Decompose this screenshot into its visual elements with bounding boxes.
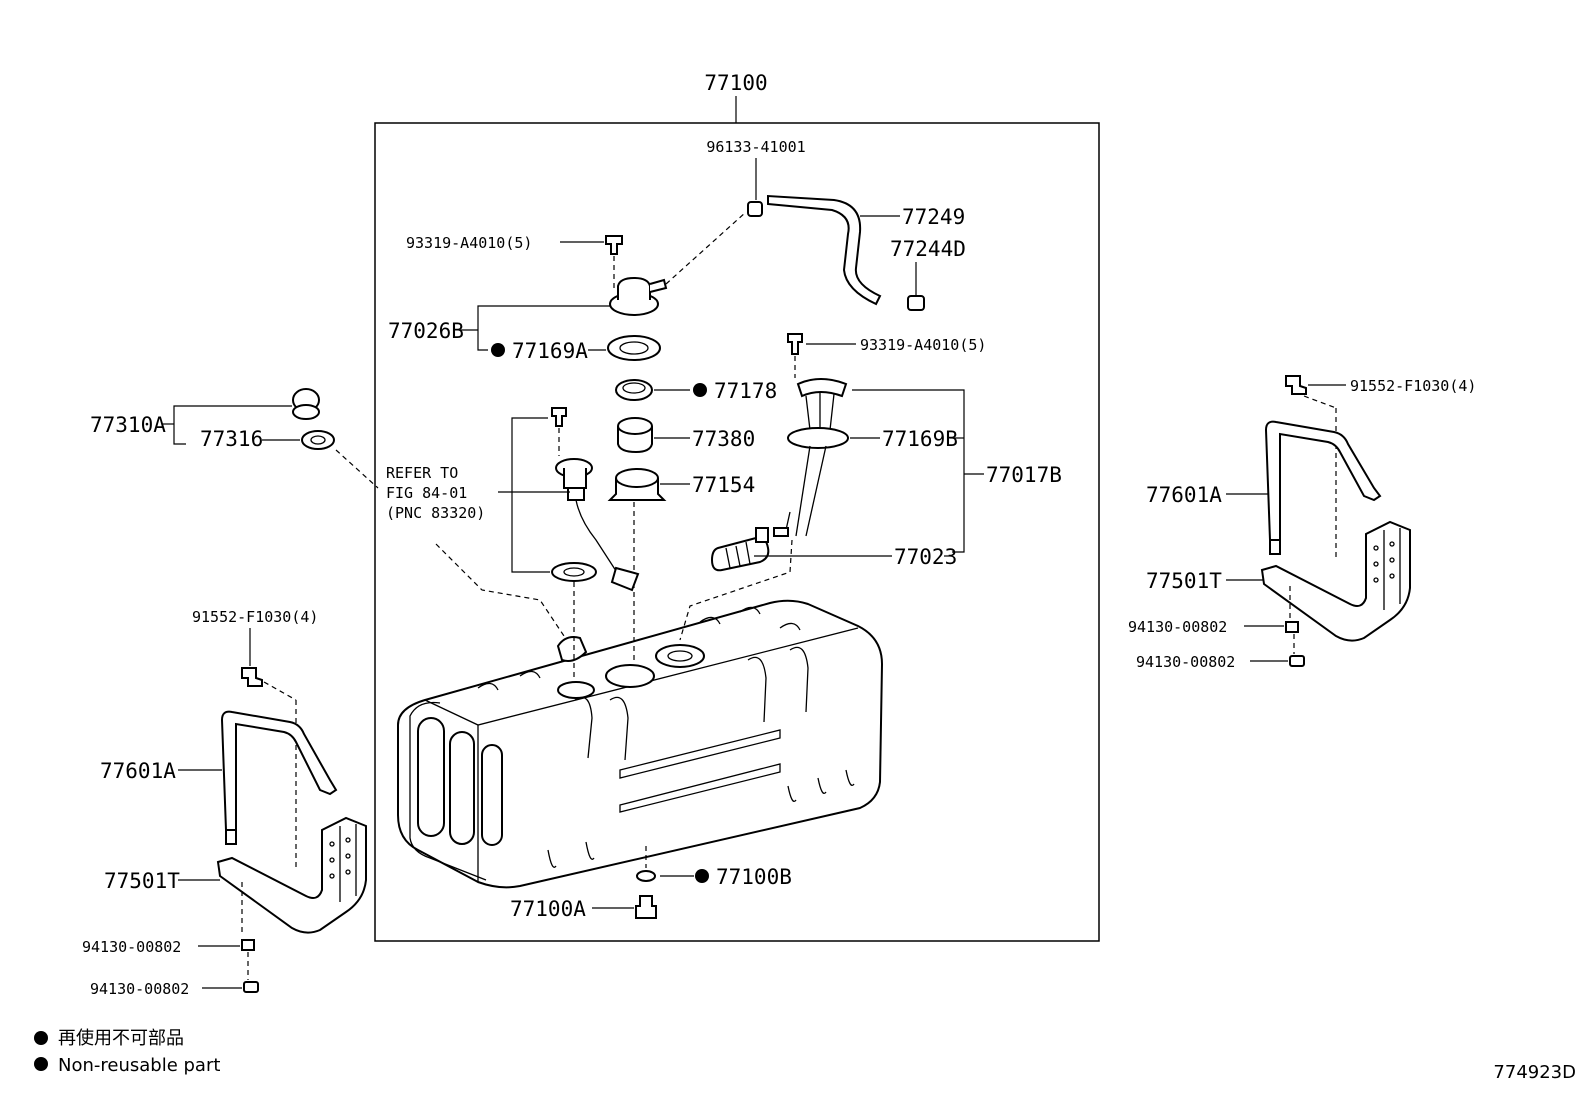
drain-gasket-77100b	[636, 870, 656, 882]
grommet-77310a	[292, 388, 320, 420]
sensor-unit	[555, 458, 640, 592]
right-bracket-77501t	[1260, 520, 1411, 642]
label-93319-sender: 93319-A4010(5)	[406, 234, 532, 252]
non-reusable-dot-77169a	[491, 343, 505, 357]
label-77169A: 77169A	[512, 339, 588, 363]
ring-77154	[607, 468, 667, 501]
label-refer-line2: FIG 84-01	[386, 484, 467, 502]
screw-pump	[787, 333, 803, 355]
right-bolt	[1285, 375, 1307, 395]
label-left-bolt: 91552-F1030(4)	[192, 608, 318, 626]
gasket-refer	[551, 562, 597, 582]
gasket-77178	[615, 379, 653, 401]
label-77169B: 77169B	[882, 427, 958, 451]
label-77380: 77380	[692, 427, 755, 451]
legend-dot-jp	[34, 1031, 48, 1045]
assembly-frame	[374, 122, 1100, 942]
label-77026B: 77026B	[388, 319, 464, 343]
label-right-nut2: 94130-00802	[1136, 653, 1235, 671]
label-77310A: 77310A	[90, 413, 166, 437]
label-77023: 77023	[894, 545, 957, 569]
right-band-77601a	[1264, 420, 1382, 555]
label-right-nut1: 94130-00802	[1128, 618, 1227, 636]
label-right-77501T: 77501T	[1146, 569, 1222, 593]
label-96133-41001: 96133-41001	[706, 138, 805, 156]
strainer-77023	[710, 527, 770, 572]
fuel-tank	[397, 599, 884, 889]
left-nut-2	[243, 981, 259, 993]
non-reusable-dot-77178	[693, 383, 707, 397]
sender-gauge-77026b	[609, 276, 668, 316]
label-right-bolt: 91552-F1030(4)	[1350, 377, 1476, 395]
screw-sender	[605, 235, 623, 255]
clip-96133	[747, 201, 763, 217]
screw-small	[551, 407, 567, 427]
figure-id: 774923D	[1493, 1062, 1576, 1083]
label-77178: 77178	[714, 379, 777, 403]
hose-clamp-77244d	[907, 295, 925, 311]
label-77100B: 77100B	[716, 865, 792, 889]
label-77154: 77154	[692, 473, 755, 497]
left-bolt	[241, 667, 263, 687]
label-right-77601A: 77601A	[1146, 483, 1222, 507]
label-93319-pump: 93319-A4010(5)	[860, 336, 986, 354]
drain-plug-77100a	[635, 895, 657, 919]
label-left-nut1: 94130-00802	[82, 938, 181, 956]
label-left-77501T: 77501T	[104, 869, 180, 893]
label-77316: 77316	[200, 427, 263, 451]
label-77244D: 77244D	[890, 237, 966, 261]
non-reusable-dot-77100b	[695, 869, 709, 883]
label-77100: 77100	[704, 71, 767, 95]
left-bracket-77501t	[216, 816, 367, 934]
label-77249: 77249	[902, 205, 965, 229]
left-band-77601a	[220, 710, 338, 845]
legend-text-en: Non-reusable part	[58, 1055, 220, 1076]
gasket-77169a	[607, 335, 661, 361]
legend-dot-en	[34, 1057, 48, 1071]
cap-77380	[617, 417, 653, 454]
hose-77249	[767, 194, 882, 306]
grommet-77316	[301, 430, 335, 450]
legend-text-jp: 再使用不可部品	[58, 1028, 184, 1049]
right-nut-1	[1285, 621, 1299, 633]
label-77100A: 77100A	[510, 897, 586, 921]
right-nut-2	[1289, 655, 1305, 667]
label-left-nut2: 94130-00802	[90, 980, 189, 998]
fuel-pump-tube-77017b	[773, 378, 849, 537]
label-77017B: 77017B	[986, 463, 1062, 487]
label-refer-line1: REFER TO	[386, 464, 458, 482]
label-left-77601A: 77601A	[100, 759, 176, 783]
label-refer-line3: (PNC 83320)	[386, 504, 485, 522]
left-nut-1	[241, 939, 255, 951]
